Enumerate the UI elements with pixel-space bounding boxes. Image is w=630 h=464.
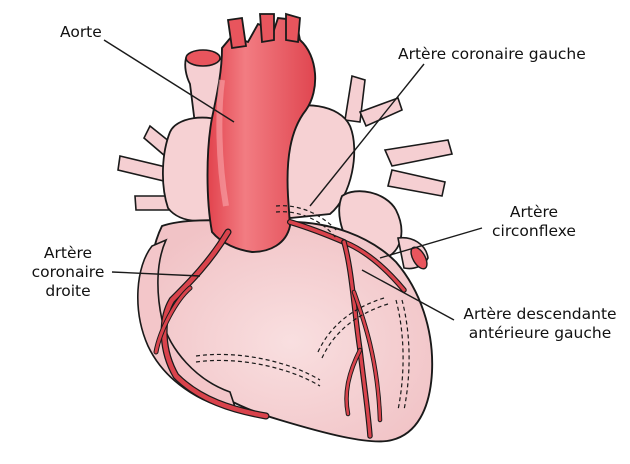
pulmonary-veins-right [345, 76, 452, 196]
label-aorta: Aorte [60, 23, 102, 42]
label-circumflex: Artère circonflexe [482, 203, 586, 241]
label-left-coronary: Artère coronaire gauche [398, 45, 586, 64]
label-lad: Artère descendante antérieure gauche [452, 305, 628, 343]
vena-cava-opening [186, 50, 220, 66]
label-right-coronary: Artère coronaire droite [22, 244, 114, 301]
